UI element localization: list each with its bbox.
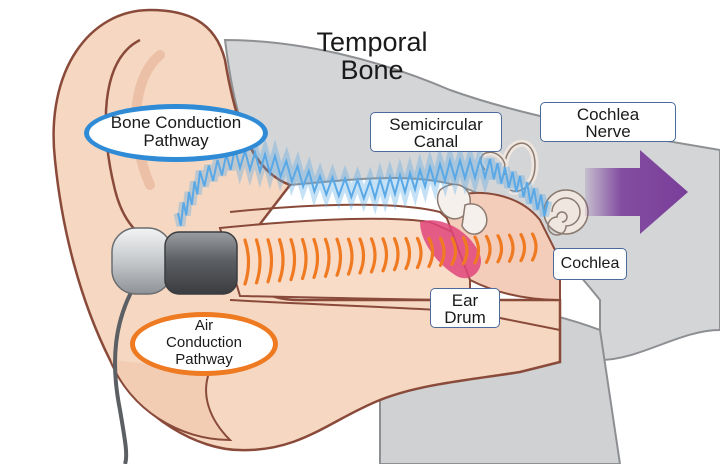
earphone-icon <box>111 227 238 465</box>
air-wave-arc <box>335 237 343 277</box>
temporal-bone-label: Temporal Bone <box>282 28 462 84</box>
canal-upper-layer <box>229 203 461 231</box>
air-wave-arc <box>461 236 469 266</box>
bone-conduction-oval <box>84 104 268 162</box>
cochlea-box <box>553 248 627 280</box>
bone-conduction-line-2: Pathway <box>143 131 209 150</box>
air-conduction-label: Air Conduction Pathway <box>130 317 278 368</box>
bone-conduction-line-1: Bone Conduction <box>110 113 242 132</box>
air-wave-arc <box>404 237 412 271</box>
air-wave-arc <box>300 237 308 281</box>
air-wave-arc <box>358 237 366 275</box>
air-conduction-oval <box>130 312 278 376</box>
air-wave-arc <box>450 236 458 266</box>
air-wave-arc <box>323 237 331 278</box>
ear-lobe <box>109 359 233 442</box>
air-wave-arc <box>381 237 389 273</box>
cochlea-nerve-label: Cochlea Nerve <box>540 106 676 140</box>
air-wave-arc <box>530 232 538 262</box>
semicircular-canal-label: Semicircular Canal <box>370 116 502 150</box>
air-conduction-line-3: Pathway <box>175 351 233 368</box>
air-wave-arc <box>438 236 446 267</box>
temporal-bone-line-2: Bone <box>340 55 404 85</box>
air-wave-arc <box>415 236 423 270</box>
air-wave-arc <box>312 237 320 279</box>
ear-drum-label: Ear Drum <box>430 292 500 326</box>
air-conduction-line-2: Conduction <box>166 334 242 351</box>
cochlea-nerve-line-1: Cochlea <box>576 105 640 124</box>
air-conduction-line-1: Air <box>194 317 214 334</box>
ear-drum-line-2: Drum <box>444 308 486 327</box>
cochlea-label: Cochlea <box>560 255 620 272</box>
air-wave-arc <box>243 238 251 286</box>
air-wave-arc <box>392 237 400 272</box>
air-wave-arc <box>496 234 504 264</box>
semicircular-canal-box <box>370 112 502 152</box>
bone-wave-line <box>177 147 549 227</box>
bone-conduction-label: Bone Conduction Pathway <box>84 114 268 150</box>
ear-drum-shape <box>420 220 481 279</box>
air-wave-arc <box>484 234 492 264</box>
ossicles <box>436 183 488 235</box>
bone-conduction-waves <box>173 134 553 227</box>
air-wave-arc <box>266 238 274 284</box>
air-conduction-waves <box>243 232 538 286</box>
ear-drum-line-1: Ear <box>451 291 479 310</box>
temporal-bone-line-1: Temporal <box>316 27 428 57</box>
air-wave-arc <box>473 235 481 265</box>
air-wave-arc <box>369 237 377 274</box>
air-wave-arc <box>277 238 285 283</box>
air-wave-arc <box>507 233 515 263</box>
ear-drum-box <box>430 288 500 328</box>
air-wave-arc <box>254 238 262 285</box>
semicircular-canal-line-2: Canal <box>413 132 459 151</box>
air-wave-arc <box>346 237 354 276</box>
air-wave-arc <box>427 236 435 268</box>
nerve-arrow-icon <box>585 150 688 234</box>
semicircular-canal-line-1: Semicircular <box>389 115 483 134</box>
cochlea-nerve-line-2: Nerve <box>585 122 631 141</box>
air-wave-arc <box>519 233 527 263</box>
cochlea-nerve-box <box>540 102 676 142</box>
cochlea-icon <box>543 189 589 236</box>
air-wave-arc <box>289 238 297 282</box>
